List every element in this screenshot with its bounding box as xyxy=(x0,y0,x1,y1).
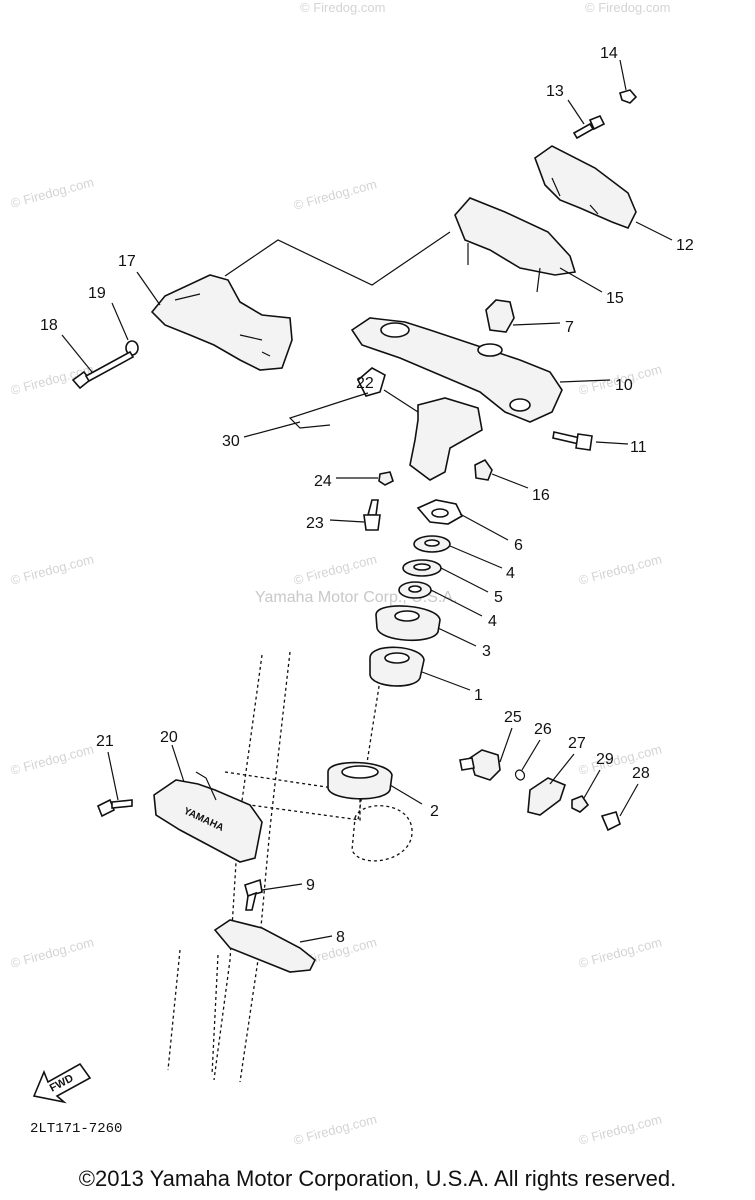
part-29-washer xyxy=(571,795,590,813)
callout-19: 19 xyxy=(88,285,106,302)
callout-5: 5 xyxy=(494,589,503,606)
callout-25: 25 xyxy=(504,709,522,726)
part-20-lower-bracket: YAMAHA xyxy=(153,771,263,863)
watermark-text: © Firedog.com xyxy=(9,551,95,588)
callout-24: 24 xyxy=(314,473,332,490)
watermark-text: © Firedog.com xyxy=(577,934,663,971)
watermark-text: © Firedog.com xyxy=(9,934,95,971)
part-14-cap xyxy=(619,89,638,104)
callout-13: 13 xyxy=(546,83,564,100)
callout-3: 3 xyxy=(482,643,491,660)
callout-12: 12 xyxy=(676,237,694,254)
callout-28: 28 xyxy=(632,765,650,782)
assembly-line xyxy=(224,231,451,286)
diagram-code: 2LT171-7260 xyxy=(30,1121,122,1137)
callout-17: 17 xyxy=(118,253,136,270)
callout-30: 30 xyxy=(222,433,240,450)
part-11-bolt xyxy=(552,431,593,451)
callout-18: 18 xyxy=(40,317,58,334)
callout-11: 11 xyxy=(630,439,647,456)
part-6-lock-washer xyxy=(416,499,464,525)
callout-6: 6 xyxy=(514,537,523,554)
part-23-bolt xyxy=(363,499,381,531)
part-27-cover-plate xyxy=(527,777,566,816)
callout-20: 20 xyxy=(160,729,178,746)
callout-4a: 4 xyxy=(506,565,515,582)
callout-14: 14 xyxy=(600,45,618,62)
part-30-clip xyxy=(288,367,386,429)
part-10-upper-bracket xyxy=(350,317,563,423)
part-7-nut xyxy=(485,299,515,333)
part-9-bolt xyxy=(244,878,263,911)
part-15-cover xyxy=(454,197,577,293)
watermark-text: © Firedog.com xyxy=(577,551,663,588)
callout-8: 8 xyxy=(336,929,345,946)
part-2-lower-bearing xyxy=(327,761,393,800)
callout-4b: 4 xyxy=(488,613,497,630)
watermark-text: © Firedog.com xyxy=(9,174,95,211)
part-12-handlebar-holder xyxy=(534,145,637,230)
watermark-text: © Firedog.com xyxy=(9,741,95,778)
part-13-bolt xyxy=(572,114,606,140)
part-4-ring-nut-upper xyxy=(413,535,451,553)
watermark-text: © Firedog.com xyxy=(292,1111,378,1148)
part-1-bearing xyxy=(369,646,425,687)
part-21-bolt xyxy=(96,798,133,818)
part-4-ring-nut-lower xyxy=(398,581,432,599)
watermark-text: © Firedog.com xyxy=(577,1111,663,1148)
callout-26: 26 xyxy=(534,721,552,738)
callout-1: 1 xyxy=(474,687,483,704)
callout-labels: 14 13 12 15 17 19 18 7 10 11 22 30 24 16… xyxy=(40,45,694,946)
callout-23: 23 xyxy=(306,515,324,532)
callout-10: 10 xyxy=(615,377,633,394)
part-25-steering-lock xyxy=(459,749,501,781)
part-22-stay xyxy=(409,397,483,481)
callout-27: 27 xyxy=(568,735,586,752)
watermark-text: © Firedog.com xyxy=(292,176,378,213)
callout-21: 21 xyxy=(96,733,114,750)
watermark-text: © Firedog.com xyxy=(577,741,663,778)
part-16-block xyxy=(474,458,493,481)
part-3-bearing-cover xyxy=(375,605,441,642)
callout-29: 29 xyxy=(596,751,614,768)
callout-7: 7 xyxy=(565,319,574,336)
part-8-bracket-plate xyxy=(213,919,317,973)
part-26-clip xyxy=(514,769,526,781)
watermark-text: © Firedog.com xyxy=(585,0,670,15)
part-5-washer xyxy=(402,559,442,577)
callout-16: 16 xyxy=(532,487,550,504)
part-18-bolt xyxy=(71,350,135,390)
callout-15: 15 xyxy=(606,290,624,307)
callout-2: 2 xyxy=(430,803,439,820)
part-17-holder xyxy=(150,274,293,371)
fwd-direction-arrow: FWD xyxy=(32,1062,92,1104)
copyright-notice: ©2013 Yamaha Motor Corporation, U.S.A. A… xyxy=(78,1166,677,1191)
part-24-nut xyxy=(378,471,394,486)
watermark-text: © Firedog.com xyxy=(292,551,378,588)
watermark-text: © Firedog.com xyxy=(300,0,385,15)
callout-9: 9 xyxy=(306,877,315,894)
leader-lines xyxy=(61,59,673,943)
part-28-screw xyxy=(600,811,621,832)
callout-22: 22 xyxy=(356,375,374,392)
frame-outline xyxy=(167,651,413,1083)
